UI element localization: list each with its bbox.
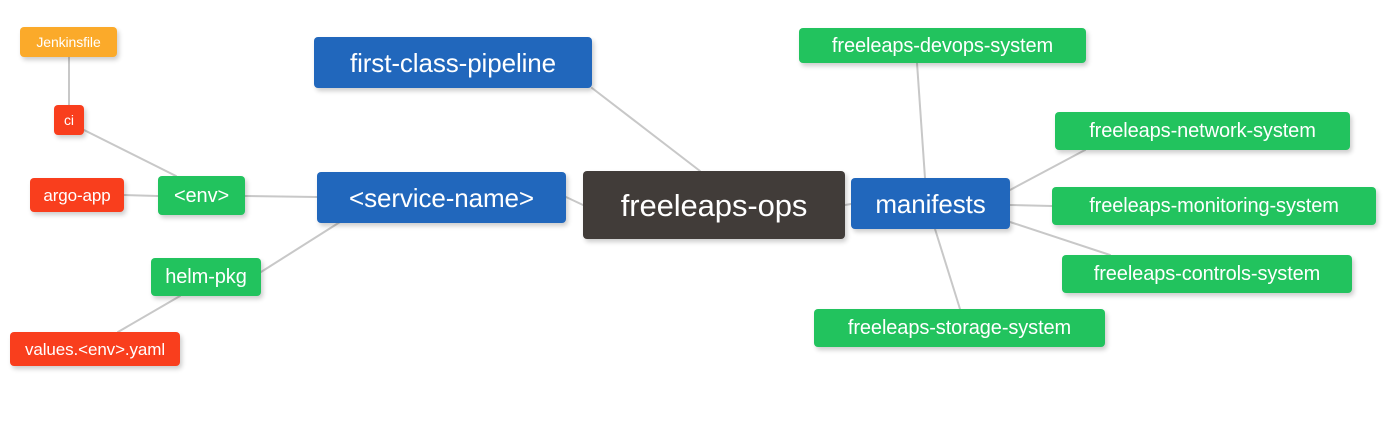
node-label-freeleaps-storage-system: freeleaps-storage-system	[847, 317, 1072, 339]
node-freeleaps-devops-system[interactable]: freeleaps-devops-system	[799, 28, 1086, 63]
node-label-freeleaps-devops-system: freeleaps-devops-system	[831, 34, 1054, 57]
edge-manifests-to-freeleaps-network-system	[1009, 149, 1086, 191]
node-label-service-name: <service-name>	[348, 182, 535, 213]
edge-manifests-to-freeleaps-devops-system	[916, 62, 926, 179]
node-label-first-class-pipeline: first-class-pipeline	[349, 47, 557, 78]
node-freeleaps-monitoring-system[interactable]: freeleaps-monitoring-system	[1052, 187, 1376, 225]
node-freeleaps-ops[interactable]: freeleaps-ops	[583, 171, 845, 239]
node-label-jenkinsfile: Jenkinsfile	[36, 34, 101, 50]
edge-manifests-to-freeleaps-monitoring-system	[1009, 204, 1053, 207]
node-manifests[interactable]: manifests	[851, 178, 1010, 229]
node-label-freeleaps-network-system: freeleaps-network-system	[1089, 120, 1316, 142]
edge-helm-pkg-to-values-env-yaml	[117, 295, 181, 333]
node-values-env-yaml[interactable]: values.<env>.yaml	[10, 332, 180, 366]
node-label-values-env-yaml: values.<env>.yaml	[24, 339, 166, 359]
node-label-env: <env>	[173, 184, 230, 207]
node-freeleaps-controls-system[interactable]: freeleaps-controls-system	[1062, 255, 1352, 293]
node-freeleaps-network-system[interactable]: freeleaps-network-system	[1055, 112, 1350, 150]
node-freeleaps-storage-system[interactable]: freeleaps-storage-system	[814, 309, 1105, 347]
edge-service-name-to-env	[244, 195, 318, 198]
edge-env-to-ci	[83, 129, 177, 177]
edge-manifests-to-freeleaps-controls-system	[1009, 221, 1111, 256]
node-label-helm-pkg: helm-pkg	[165, 266, 247, 288]
edge-freeleaps-ops-to-first-class-pipeline	[591, 87, 701, 172]
node-label-ci: ci	[64, 112, 74, 128]
node-argo-app[interactable]: argo-app	[30, 178, 124, 212]
node-env[interactable]: <env>	[158, 176, 245, 215]
node-label-manifests: manifests	[875, 188, 986, 219]
node-ci[interactable]: ci	[54, 105, 84, 135]
node-label-argo-app: argo-app	[43, 185, 111, 205]
edge-service-name-to-helm-pkg	[260, 221, 341, 273]
edge-manifests-to-freeleaps-storage-system	[934, 228, 961, 310]
node-label-freeleaps-controls-system: freeleaps-controls-system	[1093, 263, 1321, 285]
node-jenkinsfile[interactable]: Jenkinsfile	[20, 27, 117, 57]
edge-freeleaps-ops-to-service-name	[565, 196, 584, 206]
node-helm-pkg[interactable]: helm-pkg	[151, 258, 261, 296]
node-label-freeleaps-monitoring-system: freeleaps-monitoring-system	[1089, 195, 1339, 217]
node-service-name[interactable]: <service-name>	[317, 172, 566, 223]
node-label-freeleaps-ops: freeleaps-ops	[620, 187, 808, 223]
edge-env-to-argo-app	[123, 194, 159, 197]
node-first-class-pipeline[interactable]: first-class-pipeline	[314, 37, 592, 88]
